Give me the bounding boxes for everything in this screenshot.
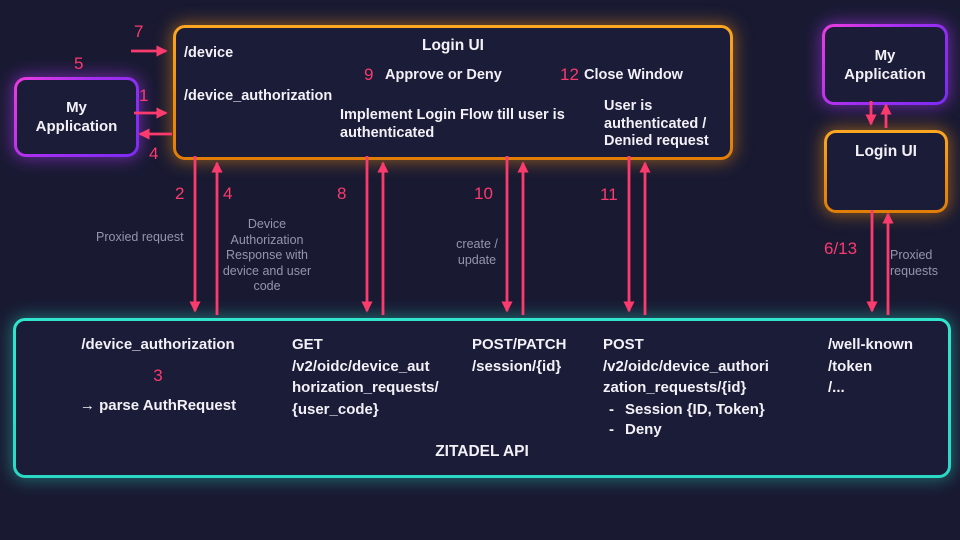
api-bullet-deny: - Deny bbox=[603, 420, 769, 441]
node-zitadel-api: /device_authorization 3 → parse AuthRequ… bbox=[13, 318, 951, 478]
label-create-update: create / update bbox=[456, 237, 498, 267]
step-3-number: 3 bbox=[153, 365, 163, 385]
api-post-device-auth-requests: POST /v2/oidc/device_authori zation_requ… bbox=[603, 336, 769, 396]
api-wellknown-token: /well-known /token /... bbox=[828, 336, 914, 396]
step-8-number: 8 bbox=[337, 184, 347, 203]
endpoint-device-authorization: /device_authorization bbox=[184, 88, 333, 104]
bullet-dash: - bbox=[609, 421, 614, 438]
node-my-application-left-label: My Application bbox=[17, 80, 136, 154]
step-12-label: Close Window bbox=[584, 67, 683, 83]
step-6-13-number: 6/13 bbox=[824, 239, 858, 258]
label-proxied-request: Proxied request bbox=[96, 230, 184, 244]
user-authenticated-note: User is authenticated / Denied request bbox=[604, 98, 709, 149]
step-1-number: 1 bbox=[139, 86, 149, 105]
login-ui-title: Login UI bbox=[422, 37, 484, 54]
step-12-number: 12 bbox=[560, 65, 579, 84]
step-9-label: Approve or Deny bbox=[385, 67, 502, 83]
api-bullet-session: - Session {ID, Token} bbox=[603, 400, 769, 421]
api-endpoint-device-authorization: /device_authorization bbox=[81, 336, 235, 353]
node-my-application-left: My Application bbox=[14, 77, 139, 157]
label-device-auth-response: Device Authorization Response with devic… bbox=[222, 217, 312, 293]
api-post-bullets: - Session {ID, Token} - Deny bbox=[603, 400, 769, 441]
api-title: ZITADEL API bbox=[435, 443, 529, 460]
endpoint-device: /device bbox=[184, 45, 234, 61]
step-10-number: 10 bbox=[474, 184, 493, 203]
step-4-number-left: 4 bbox=[149, 144, 159, 163]
login-flow-note: Implement Login Flow till user is authen… bbox=[340, 107, 565, 141]
node-my-application-right-label: My Application bbox=[825, 27, 945, 102]
login-ui-right-label: Login UI bbox=[855, 143, 917, 160]
step-5-number: 5 bbox=[74, 54, 84, 73]
node-login-ui: Login UI /device /device_authorization 9… bbox=[173, 25, 733, 160]
step-9-number: 9 bbox=[364, 65, 374, 84]
api-post-patch-session: POST/PATCH /session/{id} bbox=[472, 336, 567, 375]
step-7-number: 7 bbox=[134, 22, 144, 41]
api-parse-authrequest: → parse AuthRequest bbox=[79, 396, 237, 414]
bullet-dash: - bbox=[609, 400, 614, 418]
node-login-ui-right: Login UI bbox=[824, 130, 948, 213]
step-4-number-mid: 4 bbox=[223, 184, 233, 203]
node-my-application-right: My Application bbox=[822, 24, 948, 105]
api-get-device-auth-requests: GET /v2/oidc/device_aut horization_reque… bbox=[292, 336, 439, 418]
step-2-number: 2 bbox=[175, 184, 185, 203]
step-11-number: 11 bbox=[600, 185, 618, 204]
label-proxied-requests: Proxied requests bbox=[890, 248, 938, 278]
